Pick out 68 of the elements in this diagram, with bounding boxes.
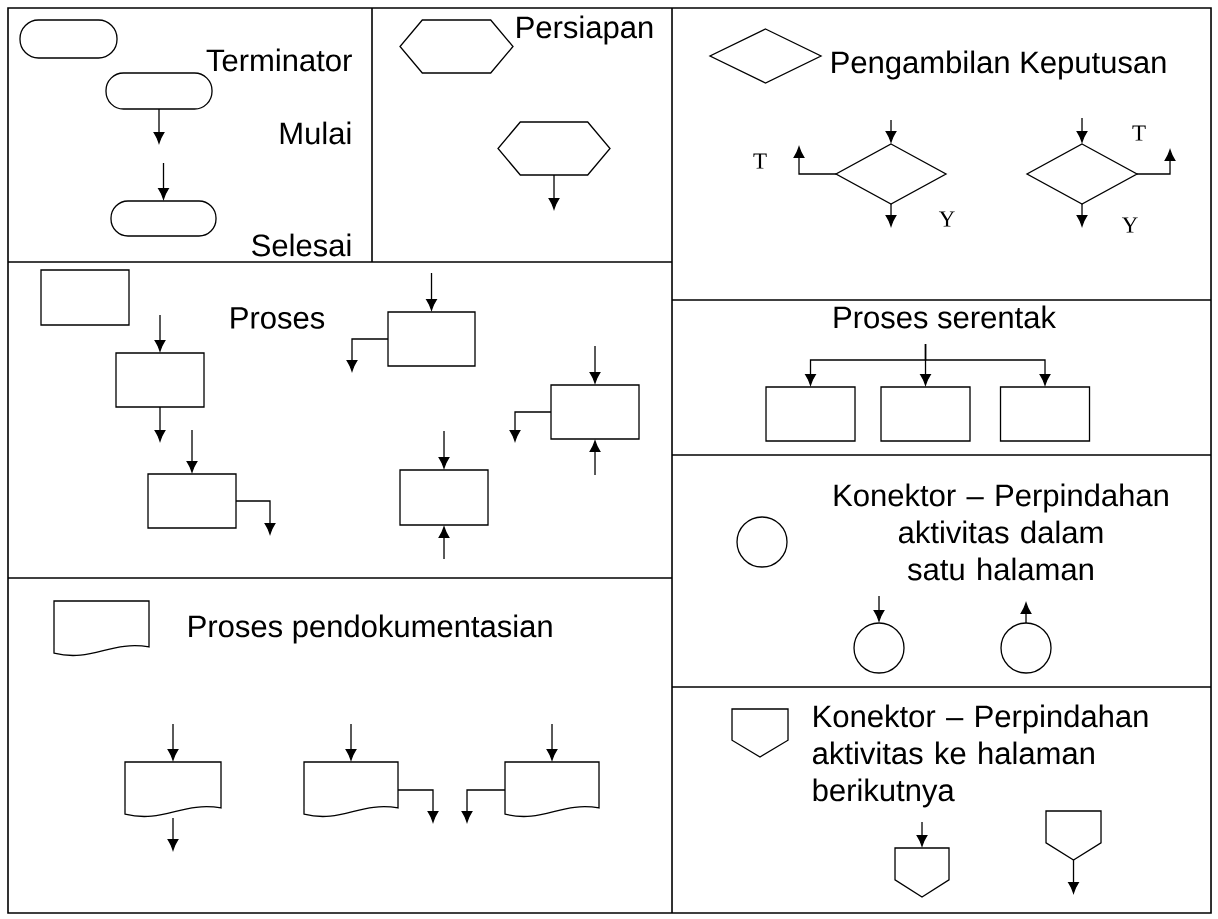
process-box: [765, 386, 856, 442]
arrow: [793, 146, 837, 175]
terminator-shape: [19, 19, 118, 59]
process-box: [147, 473, 237, 529]
arrow: [509, 411, 552, 442]
arrow: [916, 821, 928, 847]
process-box: [387, 311, 476, 367]
process-box: [40, 269, 130, 326]
process-box: [999, 386, 1091, 442]
preparation-hexagon: [399, 19, 514, 74]
symbol-label: Konektor – Perpindahan aktivitas dalam satu halaman: [834, 483, 1168, 581]
process-box: [399, 469, 489, 526]
process-box: [880, 386, 971, 442]
arrow: [397, 789, 439, 823]
symbol-label: Proses pendokumentasian: [189, 614, 552, 644]
arrow: [153, 108, 165, 144]
process-box: [550, 384, 640, 440]
arrow: [885, 203, 897, 227]
arrow: [924, 343, 1051, 386]
arrow: [885, 119, 897, 143]
connector-circle: [853, 622, 905, 674]
process-box: [115, 352, 205, 408]
symbol-label: Terminator: [206, 48, 352, 72]
arrow: [167, 723, 179, 761]
arrow: [346, 338, 389, 372]
symbol-label: Mulai: [280, 121, 351, 145]
symbol-label: Pengambilan Keputusan: [832, 50, 1166, 80]
document-shape: [504, 761, 600, 818]
terminator-shape: [105, 72, 213, 110]
arrow: [589, 440, 601, 476]
arrow: [1076, 203, 1088, 227]
arrow: [426, 272, 437, 311]
arrow: [1020, 602, 1032, 624]
arrow: [1136, 149, 1176, 175]
off-page-connector: [1045, 810, 1102, 861]
connector-circle: [736, 516, 788, 568]
symbol-label: Selesai: [252, 233, 351, 257]
arrow: [1068, 859, 1079, 894]
arrow: [345, 723, 357, 761]
document-shape: [53, 600, 150, 657]
connector-circle: [1000, 622, 1052, 674]
arrow: [461, 789, 506, 823]
arrow: [158, 162, 169, 200]
arrow: [438, 526, 450, 560]
symbol-label: Proses: [231, 307, 325, 329]
arrow: [1076, 117, 1088, 143]
symbol-label: Proses serentak: [834, 305, 1056, 329]
terminator-shape: [110, 200, 217, 237]
branch-label: Y: [938, 211, 955, 227]
arrow: [154, 314, 166, 352]
arrow: [546, 723, 558, 761]
branch-label: T: [1132, 125, 1146, 141]
arrow: [873, 595, 885, 622]
arrow: [167, 817, 179, 851]
arrow: [589, 345, 601, 384]
preparation-hexagon: [497, 121, 611, 176]
arrow: [548, 174, 560, 210]
arrow: [186, 429, 198, 473]
document-shape: [303, 761, 399, 818]
document-shape: [124, 761, 222, 818]
arrow: [235, 500, 276, 535]
symbol-label: Konektor – Perpindahan aktivitas ke halaman berikutnya: [813, 704, 1148, 808]
symbol-label: Persiapan: [517, 15, 653, 45]
arrow: [438, 430, 450, 469]
off-page-connector: [731, 708, 789, 758]
off-page-connector: [894, 847, 950, 898]
arrow: [154, 406, 166, 442]
branch-label: T: [753, 153, 767, 169]
